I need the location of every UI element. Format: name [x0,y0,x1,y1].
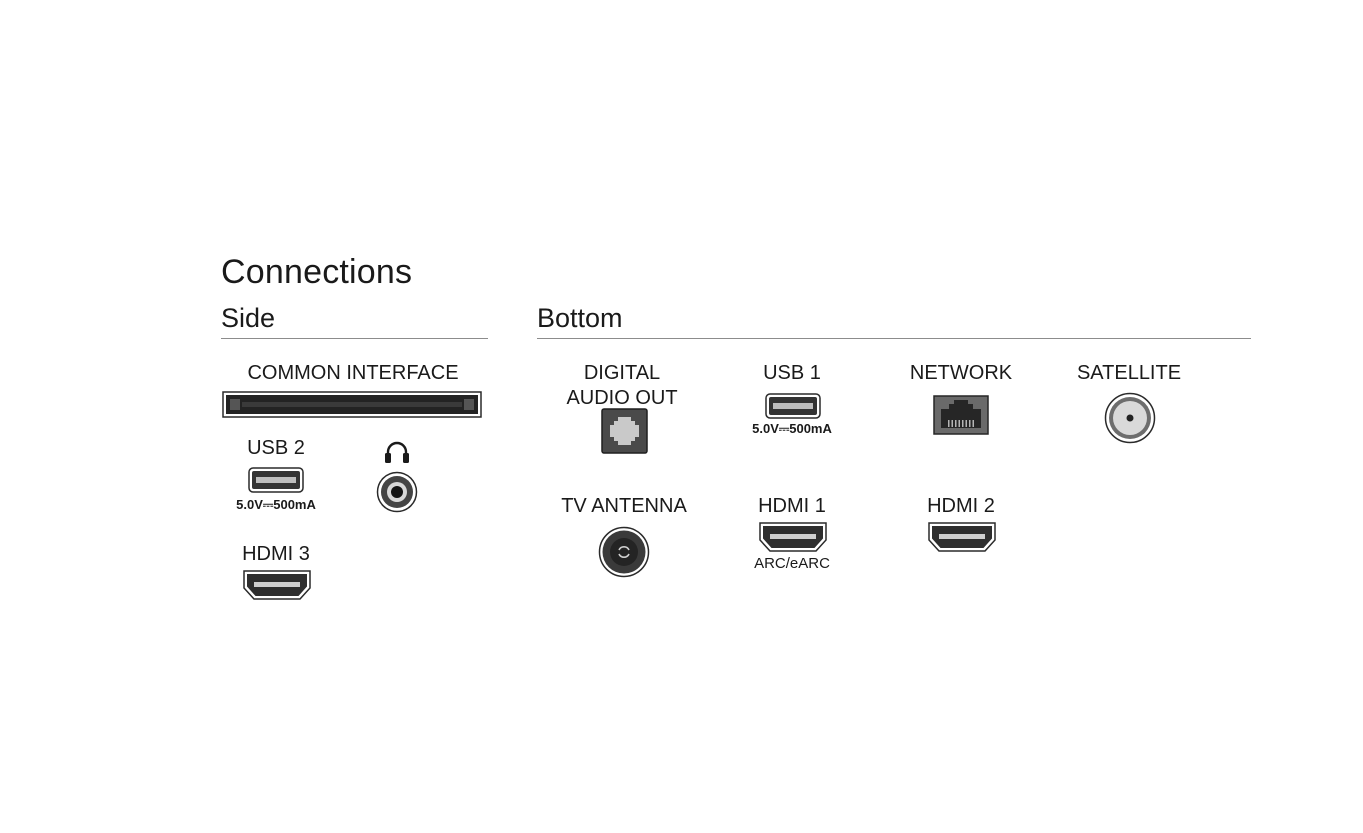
usb1-label: USB 1 [763,362,821,384]
page-title: Connections [221,253,413,291]
satellite-connector-icon [1104,392,1156,444]
hdmi2-port-icon [928,522,996,552]
usb2-label: USB 2 [247,437,305,459]
hdmi3-label: HDMI 3 [242,543,310,565]
headphones-icon [385,441,409,463]
optical-audio-port-icon [601,408,648,454]
common-interface-label: COMMON INTERFACE [247,362,459,384]
hdmi3-port-icon [243,570,311,600]
tv-antenna-label: TV ANTENNA [561,495,687,517]
usb2-port-icon [248,467,304,493]
hdmi2-label: HDMI 2 [927,495,995,517]
side-heading: Side [221,303,276,333]
network-ethernet-port-icon [933,395,989,435]
side-divider [221,338,488,339]
usb1-port-icon [765,393,821,419]
headphone-jack-icon [376,471,418,513]
tv-antenna-connector-icon [598,526,650,578]
satellite-label: SATELLITE [1076,362,1182,384]
network-label: NETWORK [909,362,1013,384]
hdmi1-label: HDMI 1 [758,495,826,517]
bottom-heading: Bottom [537,303,623,333]
hdmi1-arc-label: ARC/eARC [754,555,830,572]
usb1-spec: 5.0V⎓500mA [752,421,832,436]
usb2-spec: 5.0V⎓500mA [236,497,316,512]
hdmi1-port-icon [759,522,827,552]
digital-audio-out-label: DIGITAL AUDIO OUT [566,362,678,409]
common-interface-slot-icon [222,391,482,418]
bottom-divider [537,338,1251,339]
